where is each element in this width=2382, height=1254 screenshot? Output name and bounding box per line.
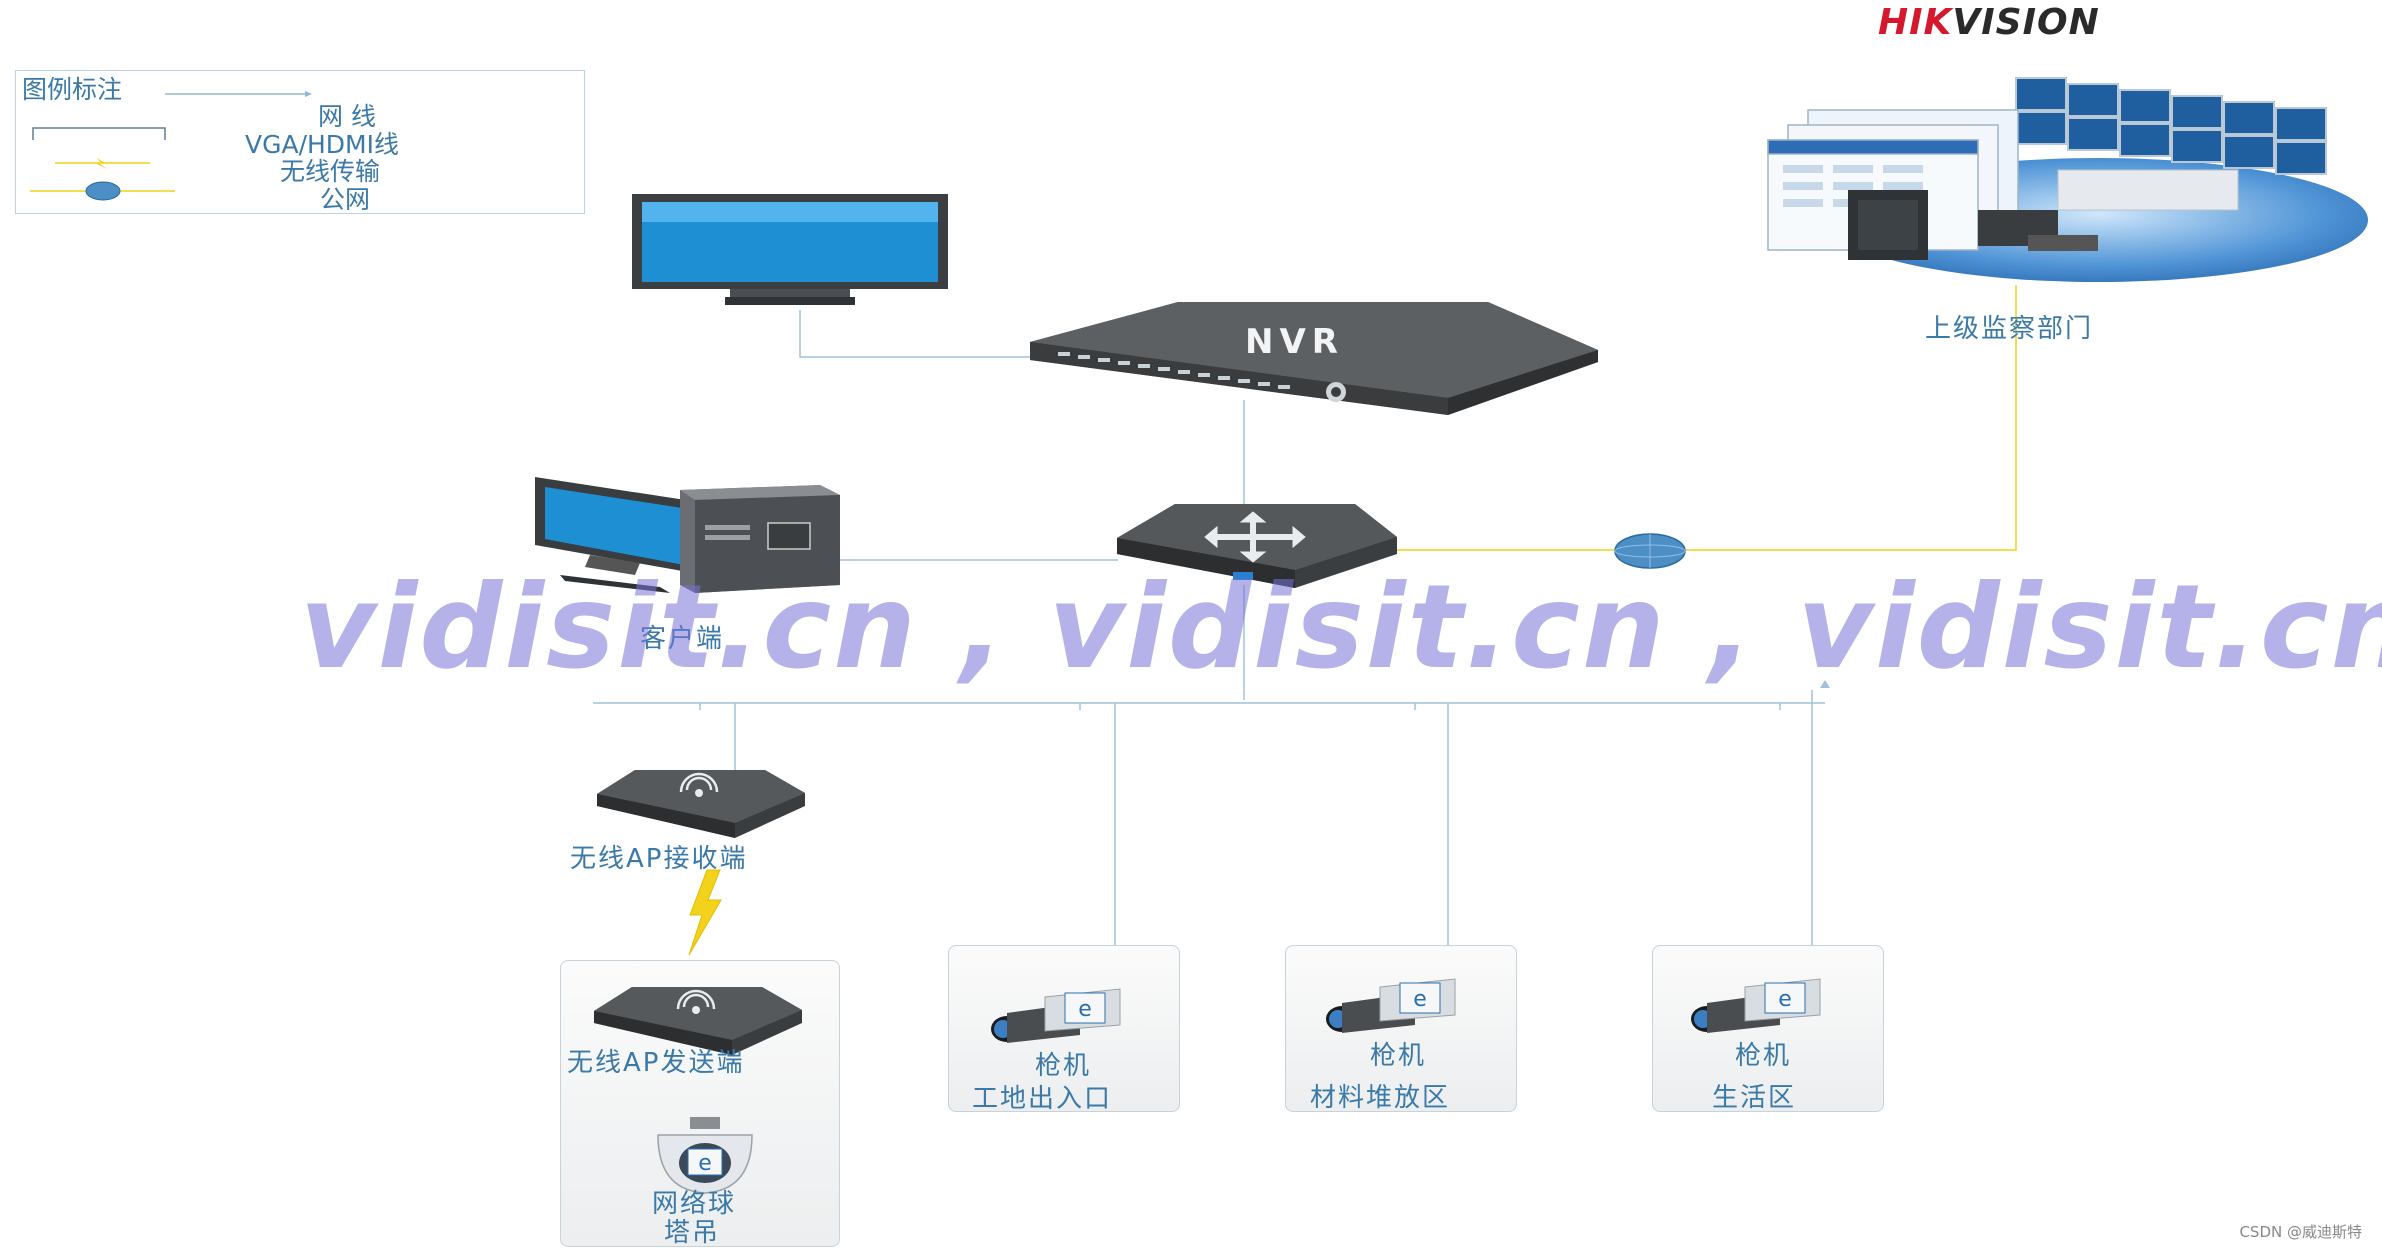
- monitoring-center-icon: [1728, 70, 2374, 290]
- ap-receiver-label: 无线AP接收端: [570, 838, 747, 875]
- svg-text:e: e: [1078, 997, 1092, 1022]
- tv-monitor-icon: [630, 192, 950, 317]
- nvr-label: NVR: [1245, 322, 1344, 362]
- monitor-center-label: 上级监察部门: [1925, 308, 2093, 345]
- svg-text:e: e: [698, 1151, 712, 1176]
- bullet-camera-icon: e: [1320, 975, 1460, 1040]
- camera-2-type: 枪机: [1370, 1035, 1426, 1072]
- wireless-lightning-icon: [689, 870, 721, 955]
- csdn-credit: CSDN @威迪斯特: [2239, 1221, 2362, 1242]
- svg-text:e: e: [1778, 987, 1792, 1012]
- camera-2-location: 材料堆放区: [1310, 1077, 1450, 1114]
- watermark-text: vidisit.cn , vidisit.cn , vidisit.cn: [300, 560, 2382, 695]
- camera-1-type: 枪机: [1035, 1045, 1091, 1082]
- tv-nvr-cable: [800, 310, 1032, 357]
- hikvision-logo: HIKVISION: [1878, 2, 2100, 43]
- camera-3-type: 枪机: [1735, 1035, 1791, 1072]
- wireless-ap-icon: [595, 768, 807, 840]
- bullet-camera-icon: e: [1685, 975, 1825, 1040]
- dome-label-2: 塔吊: [664, 1212, 720, 1249]
- camera-3-location: 生活区: [1712, 1077, 1796, 1114]
- camera-1-location: 工地出入口: [972, 1078, 1112, 1115]
- legend-public-net: 公网: [320, 180, 370, 216]
- bullet-camera-icon: e: [985, 985, 1125, 1050]
- ap-sender-label: 无线AP发送端: [567, 1042, 744, 1079]
- svg-text:e: e: [1413, 987, 1427, 1012]
